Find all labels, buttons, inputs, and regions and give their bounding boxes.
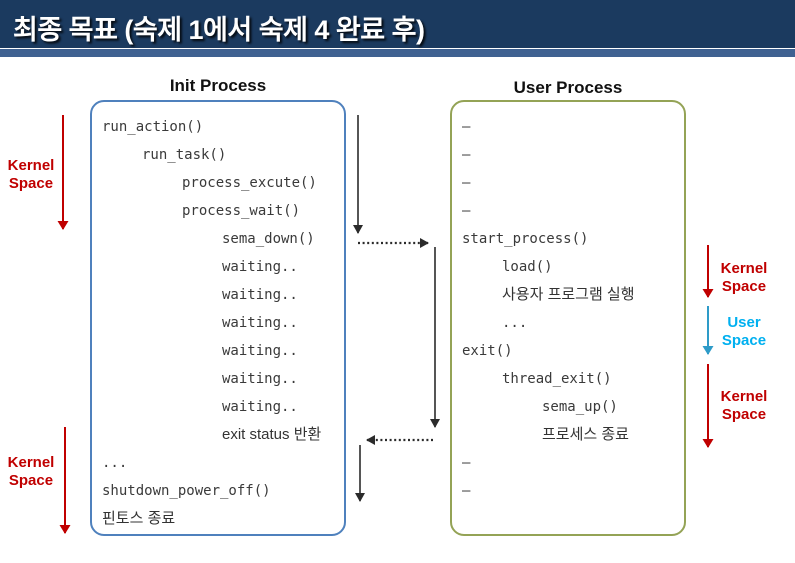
code-line: 사용자 프로그램 실행	[502, 286, 635, 303]
user-process-header: User Process	[513, 78, 623, 97]
code-line: process_excute()	[182, 175, 317, 191]
code-line: —	[462, 147, 471, 163]
kernel-space-label-left-top: Kernel Space	[7, 157, 55, 192]
code-line: —	[462, 203, 471, 219]
code-line: process_wait()	[182, 203, 301, 219]
code-line: sema_up()	[542, 399, 618, 415]
code-line: —	[462, 175, 471, 191]
user-process-box: — — — — start_process() load() 사용자 프로그램 …	[450, 100, 686, 536]
code-line: —	[462, 455, 471, 471]
code-line: ...	[502, 315, 528, 331]
kernel-space-label-left-bottom: Kernel Space	[7, 454, 55, 489]
kernel-space-label-right-bottom: Kernel Space	[720, 388, 768, 423]
code-line: ...	[102, 455, 128, 471]
init-process-header: Init Process	[169, 76, 267, 95]
code-line: thread_exit()	[502, 371, 612, 387]
code-line: —	[462, 119, 471, 135]
code-line: waiting..	[222, 259, 298, 275]
code-line: load()	[502, 259, 553, 275]
code-line: start_process()	[462, 231, 589, 247]
code-line: sema_down()	[222, 231, 315, 247]
kernel-space-label-right-top: Kernel Space	[720, 260, 768, 295]
code-line: waiting..	[222, 315, 298, 331]
init-to-user-flow-arrows	[353, 115, 440, 502]
init-process-box: run_action() run_task() process_excute()…	[90, 100, 346, 536]
code-line: exit status 반환	[222, 426, 322, 443]
code-line: waiting..	[222, 399, 298, 415]
title-bar-stripe	[0, 49, 795, 57]
code-line: exit()	[462, 343, 513, 359]
code-line: waiting..	[222, 287, 298, 303]
user-space-label-right: User Space	[721, 314, 767, 349]
code-line: run_action()	[102, 119, 204, 135]
title-bar: 최종 목표 (숙제 1에서 숙제 4 완료 후)	[0, 0, 795, 48]
code-line: waiting..	[222, 371, 298, 387]
code-line: —	[462, 483, 471, 499]
code-line: shutdown_power_off()	[102, 483, 271, 499]
code-line: 프로세스 종료	[542, 426, 629, 443]
code-line: run_task()	[142, 147, 227, 163]
slide-title: 최종 목표 (숙제 1에서 숙제 4 완료 후)	[13, 15, 425, 45]
code-line: 핀토스 종료	[102, 510, 176, 527]
left-space-arrows	[57, 115, 71, 534]
code-line: waiting..	[222, 343, 298, 359]
